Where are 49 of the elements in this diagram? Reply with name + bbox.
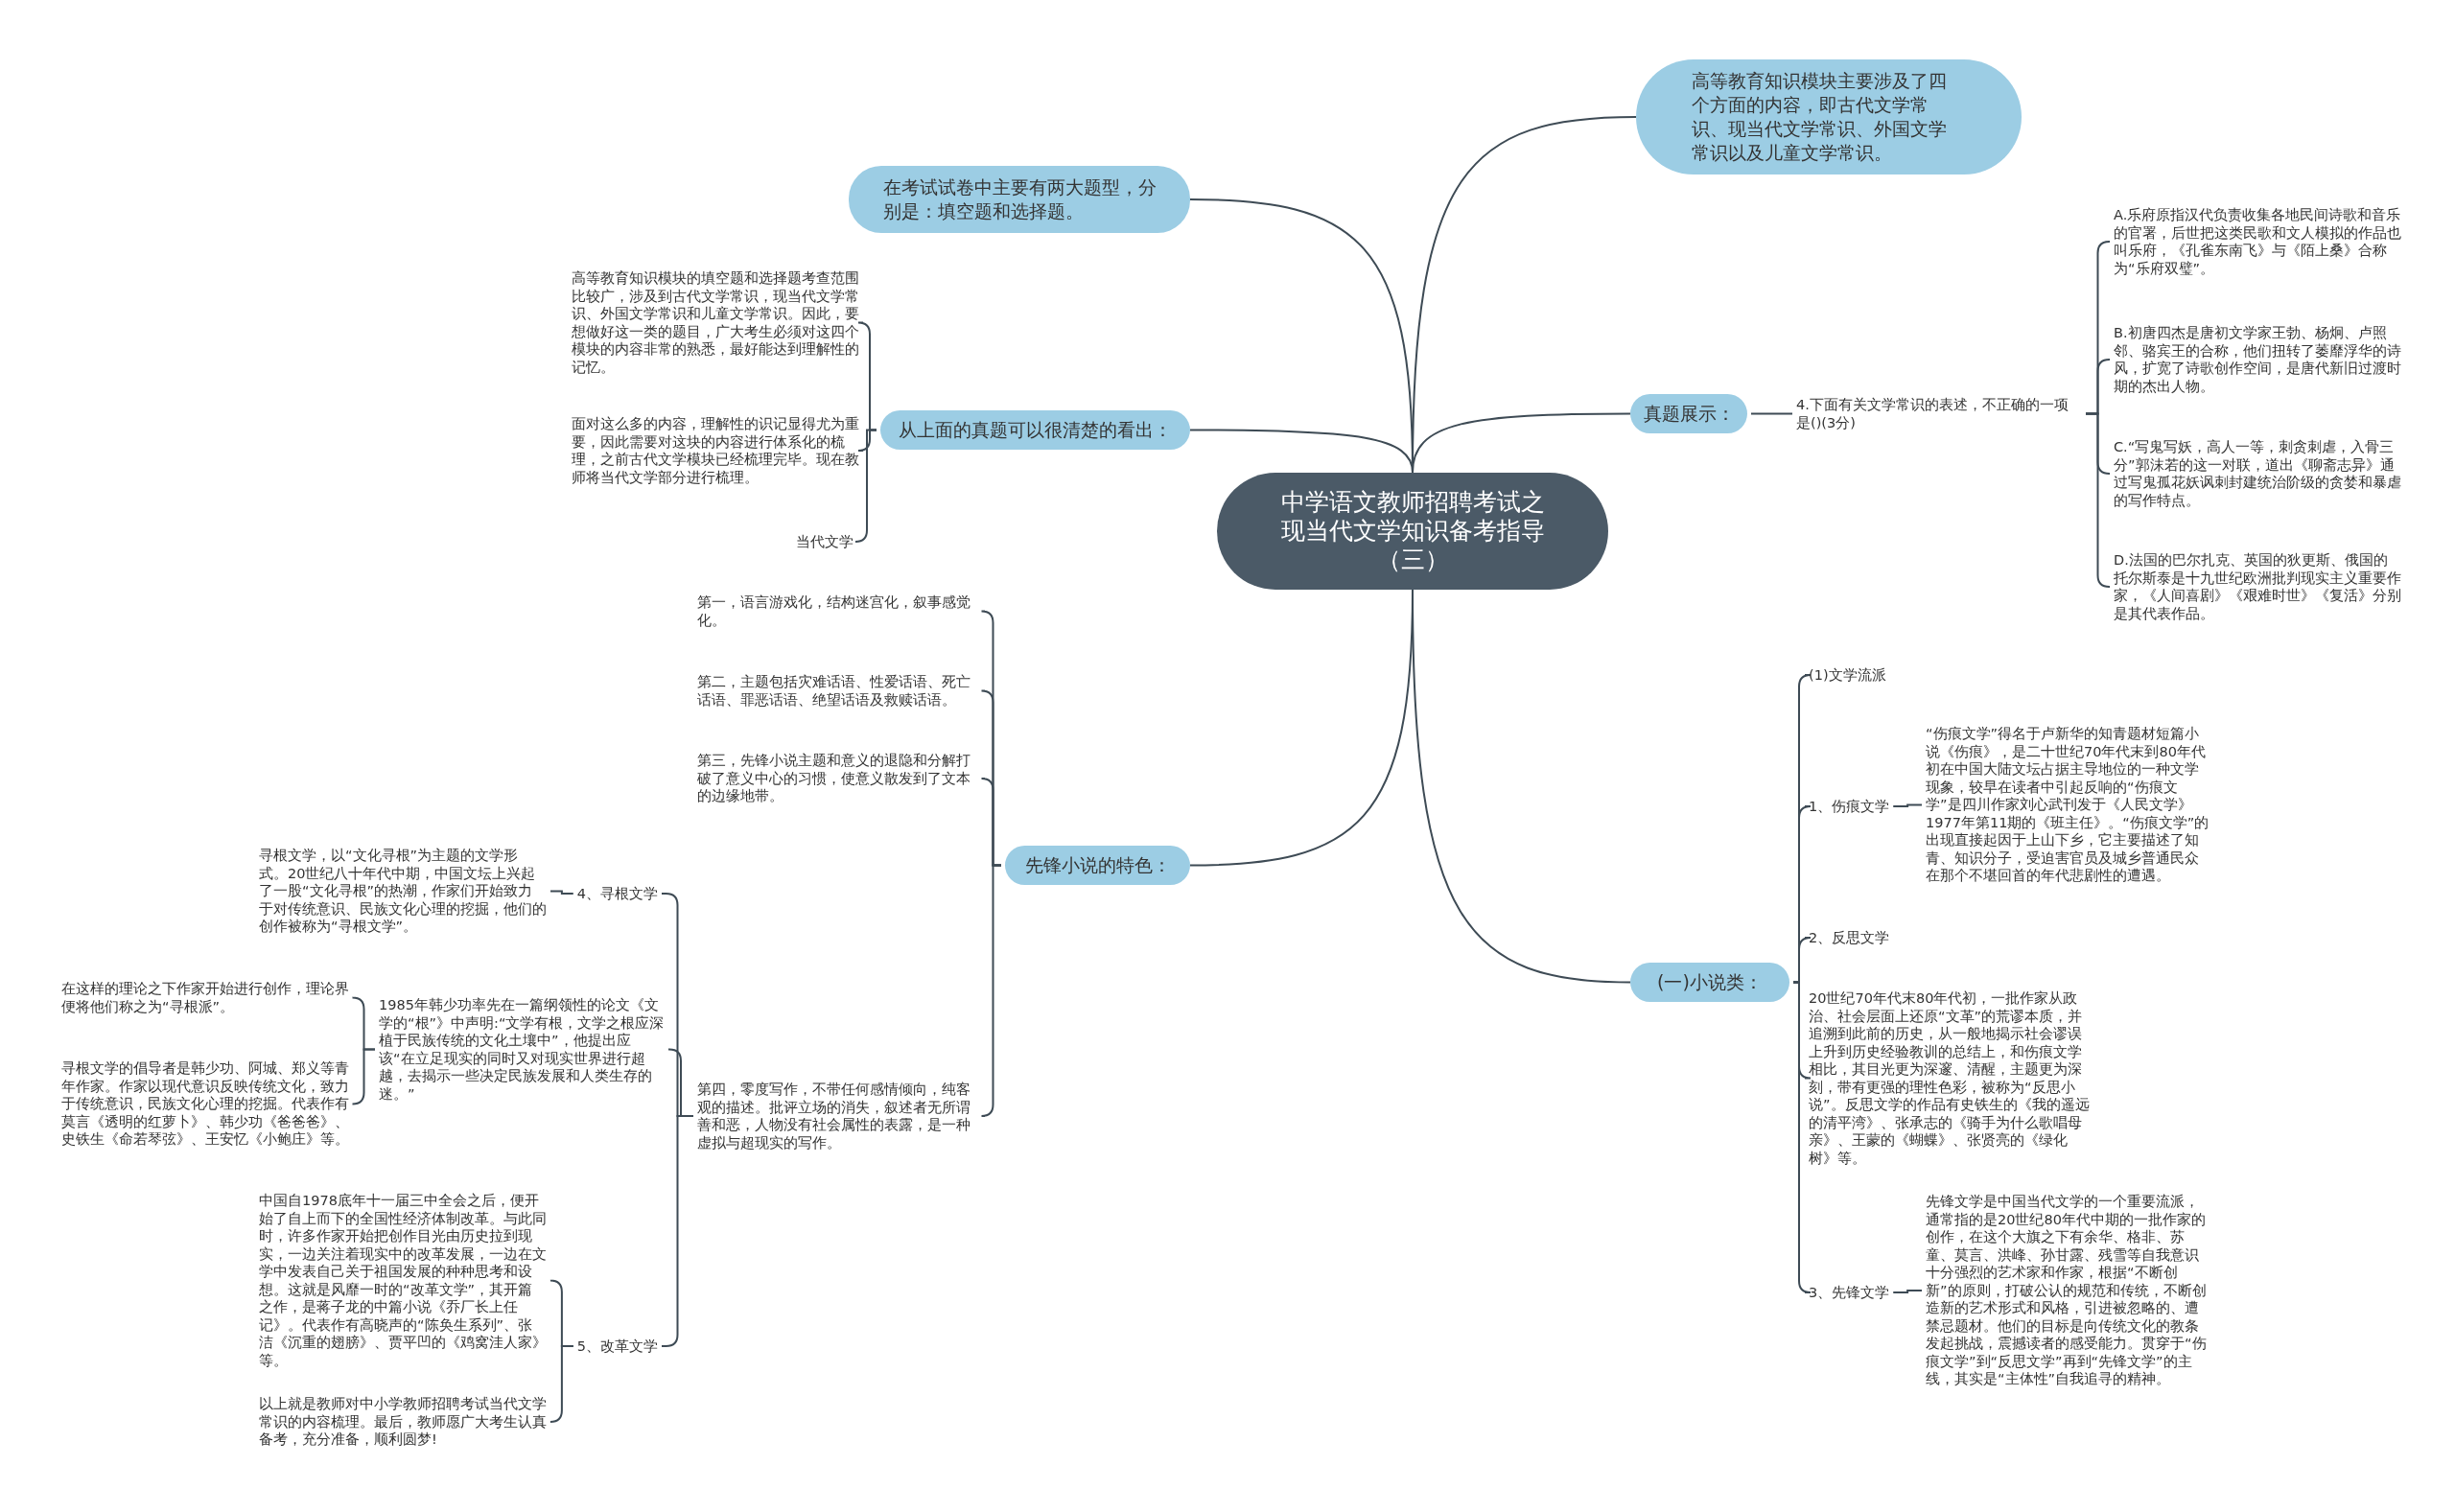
topic-label: 从上面的真题可以很清楚的看出： (899, 419, 1172, 440)
note-text: 面对这么多的内容，理解性的识记显得尤为重要，因此需要对这块的内容进行体系化的梳理，之前古代文学模块已经梳理完毕。现在教师将当代文学部分进行梳理。 (572, 415, 859, 486)
note-text: 1985年韩少功率先在一篇纲领性的论文《文学的“根”》中声明:“文学有根，文学之根应深植于民族传统的文化土壤中”，他提出应该“在立足现实的同时又对现实世界进行超越，去揭示一些决定民族发展和人类生存的迷。” (379, 996, 665, 1103)
note-text: A.乐府原指汉代负责收集各地民间诗歌和音乐的官署，后世把这类民歌和文人模拟的作品也叫乐府，《孔雀东南飞》与《陌上桑》合称为“乐府双璧”。 (2114, 206, 2401, 277)
topic-label: (一)小说类： (1657, 971, 1763, 992)
connector-line (1792, 981, 1812, 1293)
topic-bubble (880, 410, 1190, 450)
connector-line (1412, 412, 1631, 474)
note-text: 以上就是教师对中小学教师招聘考试当代文学常识的内容梳理。最后，教师愿广大考生认真备考，充分准备，顺利圆梦! (259, 1395, 547, 1449)
title-text: 中学语文教师招聘考试之现当代文学知识备考指导（三） (1280, 488, 1545, 573)
connector-line (1750, 412, 1793, 415)
note-text: (1)文学流派 (1809, 666, 1887, 685)
note-text: 4.下面有关文学常识的表述，不正确的一项是()(3分) (1796, 396, 2069, 431)
topic-bubble (1630, 963, 1789, 1002)
note-text: 20世纪70年代末80年代初，一批作家从政治、社会层面上还原“文革”的荒谬本质，并追溯到此前的历史，从一般地揭示社会谬误上升到历史经验教训的总结上，和伤痕文学相比，其目光更为深邃、清醒，主题更为深刻，带有更强的理性色彩，被称为“反思小说”。反思文学的作品有史铁生的《我的遥远的清平湾》、张承志的《骑手为什么歌唱母亲》、王蒙的《蝴蝶》、张贤亮的《绿化树》等。 (1809, 989, 2091, 1167)
note-text: 第一，语言游戏化，结构迷宫化，叙事感觉化。 (697, 593, 971, 629)
note-text: 在这样的理论之下作家开始进行创作，理论界便将他们称之为“寻根派”。 (61, 980, 349, 1015)
topic-label: 先锋小说的特色： (1024, 854, 1171, 875)
note-text: B.初唐四杰是唐初文学家王勃、杨炯、卢照邻、骆宾王的合称，他们扭转了萎靡浮华的诗风，扩宽了诗歌创作空间，是唐代新旧过渡时期的杰出人物。 (2114, 324, 2401, 395)
note-text: 寻根文学的倡导者是韩少功、阿城、郑义等青年作家。作家以现代意识反映传统文化，致力于传统意识，民族文化心理的挖掘。代表作有莫言《透明的红萝卜》、韩少功《爸爸爸》、史铁生《命若琴弦》、王安忆《小鲍庄》等。 (61, 1059, 349, 1149)
topic-bubble (1005, 846, 1190, 885)
connector-line (351, 1048, 376, 1105)
note-text: 5、改革文学 (575, 1338, 658, 1356)
note-text: D.法国的巴尔扎克、英国的狄更斯、俄国的托尔斯泰是十九世纪欧洲批判现实主义重要作家，《人间喜剧》《艰难时世》《复活》分别是其代表作品。 (2114, 551, 2401, 622)
note-text: 第二，主题包括灾难话语、性爱话语、死亡话语、罪恶话语、绝望话语及救赎话语。 (697, 673, 971, 709)
note-text: C.“写鬼写妖，高人一等，刺贪刺虐，入骨三分”郭沫若的这一对联，道出《聊斋志异》通过写鬼孤花妖讽刺封建统治阶级的贪婪和暴虐的写作特点。 (2114, 438, 2401, 509)
note-text: 当代文学 (795, 533, 853, 551)
topic-label: 高等教育知识模块主要涉及了四个方面的内容，即古代文学常识、现当代文学常识、外国文学常识以及儿童文学常识。 (1692, 70, 1947, 163)
note-text: 先锋文学是中国当代文学的一个重要流派，通常指的是20世纪80年代中期的一批作家的创作，在这个大旗之下有余华、格非、苏童、莫言、洪峰、孙甘露、残雪等自我意识十分强烈的艺术家和作家，根据“不断创新”的原则，打破公认的规范和传统，不断创造新的艺术形式和风格，引进被忽略的、遭禁忌题材。他们的目标是向传统文化的教条发起挑战，震撼读者的感受能力。贯穿于“伤痕文学”到“反思文学”再到“先锋文学”的主线，其实是“主体性”自我追寻的精神。 (1926, 1193, 2208, 1388)
note-text: 高等教育知识模块的填空题和选择题考查范围比较广，涉及到古代文学常识，现当代文学常识、外国文学常识和儿童文学常识。因此，要想做好这一类的题目，广大考生必须对这四个模块的内容非常的熟悉，最好能达到理解性的记忆。 (572, 269, 859, 376)
connector-line (549, 1345, 574, 1423)
connector-line (1892, 1290, 1923, 1293)
connector-line (549, 890, 574, 895)
note-text: 第三，先锋小说主题和意义的退隐和分解打破了意义中心的习惯，使意义散发到了文本的边缘地带。 (697, 752, 971, 805)
topic-bubble (1630, 394, 1747, 433)
connector-line (1892, 803, 1923, 807)
note-text: 3、先锋文学 (1809, 1284, 1891, 1302)
connector-line (2085, 412, 2111, 588)
note-text: 1、伤痕文学 (1809, 798, 1891, 816)
connector-line (854, 429, 877, 543)
note-text: 2、反思文学 (1809, 929, 1891, 947)
note-text: 寻根文学，以“文化寻根”为主题的文学形式。20世纪八十年代中期，中国文坛上兴起了一股“文化寻根”的热潮，作家们开始致力于对传统意识、民族文化心理的挖掘，他们的创作被称为“寻根文学”。 (259, 847, 547, 936)
note-text: 4、寻根文学 (575, 885, 658, 903)
connector-line (980, 864, 1002, 1117)
note-text: 中国自1978底年十一届三中全会之后，便开始了自上而下的全国性经济体制改革。与此同时，许多作家开始把创作目光由历史拉到现实，一边关注着现实中的改革发展，一边在文学中发表自己关于祖国发展的种种思考和设想。这就是风靡一时的“改革文学”，其开篇之作，是蒋子龙的中篇小说《乔厂长上任记》。代表作有高晓声的“陈奂生系列”、张洁《沉重的翅膀》、贾平凹的《鸡窝洼人家》等。 (259, 1192, 547, 1369)
topic-label: 在考试试卷中主要有两大题型，分别是：填空题和选择题。 (883, 176, 1157, 221)
note-text: “伤痕文学”得名于卢新华的知青题材短篇小说《伤痕》，是二十世纪70年代末到80年代初在中国大陆文坛占据主导地位的一种文学现象，较早在读者中引起反响的“伤痕文学”是四川作家刘心武刊发于《人民文学》1977年第11期的《班主任》。“伤痕文学”的出现直接起因于上山下乡，它主要描述了知青、知识分子，受迫害官员及城乡普通民众在那个不堪回首的年代悲剧性的遭遇。 (1926, 725, 2210, 885)
note-text: 第四，零度写作，不带任何感情倾向，纯客观的描述。批评立场的消失，叙述者无所谓善和恶，人物没有社会属性的表露，是一种虚拟与超现实的写作。 (697, 1081, 971, 1151)
topic-label: 真题展示： (1643, 403, 1735, 424)
